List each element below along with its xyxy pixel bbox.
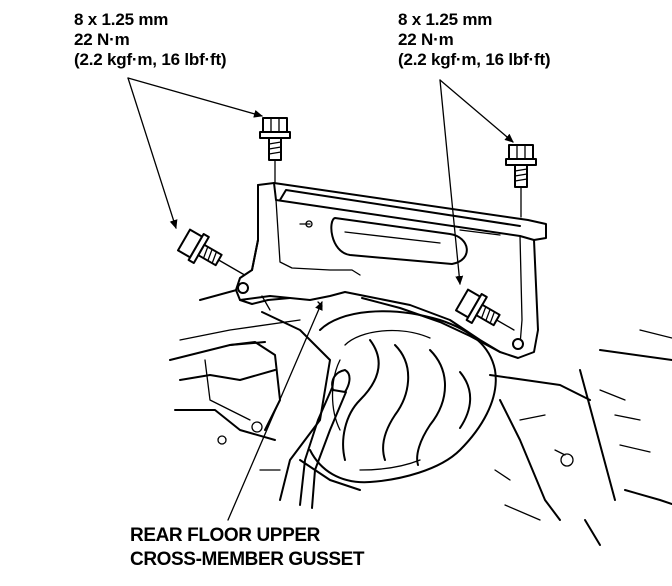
arrow-to-mid-right-bolt xyxy=(439,79,464,285)
left-bolt-torque-alt: (2.2 kgf·m, 16 lbf·ft) xyxy=(74,50,227,69)
right-bolt-spec-callout: 8 x 1.25 mm 22 N·m (2.2 kgf·m, 16 lbf·ft… xyxy=(398,10,551,70)
arrow-to-gusset xyxy=(227,301,323,521)
bolt-top-right xyxy=(505,144,537,218)
leader-arrows xyxy=(127,77,514,521)
arrow-to-top-left-bolt xyxy=(127,77,263,118)
right-bolt-torque-nm: 22 N·m xyxy=(398,30,454,49)
arrow-to-mid-left-bolt xyxy=(127,77,178,229)
left-bolt-spec-callout: 8 x 1.25 mm 22 N·m (2.2 kgf·m, 16 lbf·ft… xyxy=(74,10,227,70)
floor-tunnel xyxy=(299,310,497,509)
part-name-line-1: REAR FLOOR UPPER xyxy=(130,525,320,546)
bolt-mid-left xyxy=(177,228,246,276)
left-bolt-size: 8 x 1.25 mm xyxy=(74,10,169,29)
part-name-label: REAR FLOOR UPPER CROSS-MEMBER GUSSET xyxy=(130,524,365,572)
right-bolt-torque-alt: (2.2 kgf·m, 16 lbf·ft) xyxy=(398,50,551,69)
bolt-mid-right xyxy=(455,288,515,331)
right-bolt-size: 8 x 1.25 mm xyxy=(398,10,493,29)
left-bolt-torque-nm: 22 N·m xyxy=(74,30,130,49)
bolt-top-left xyxy=(259,117,291,183)
arrow-to-top-right-bolt xyxy=(439,79,514,143)
vehicle-body-structure xyxy=(169,284,672,546)
part-name-line-2: CROSS-MEMBER GUSSET xyxy=(130,549,365,570)
rear-floor-upper-cross-member-gusset xyxy=(235,182,547,359)
